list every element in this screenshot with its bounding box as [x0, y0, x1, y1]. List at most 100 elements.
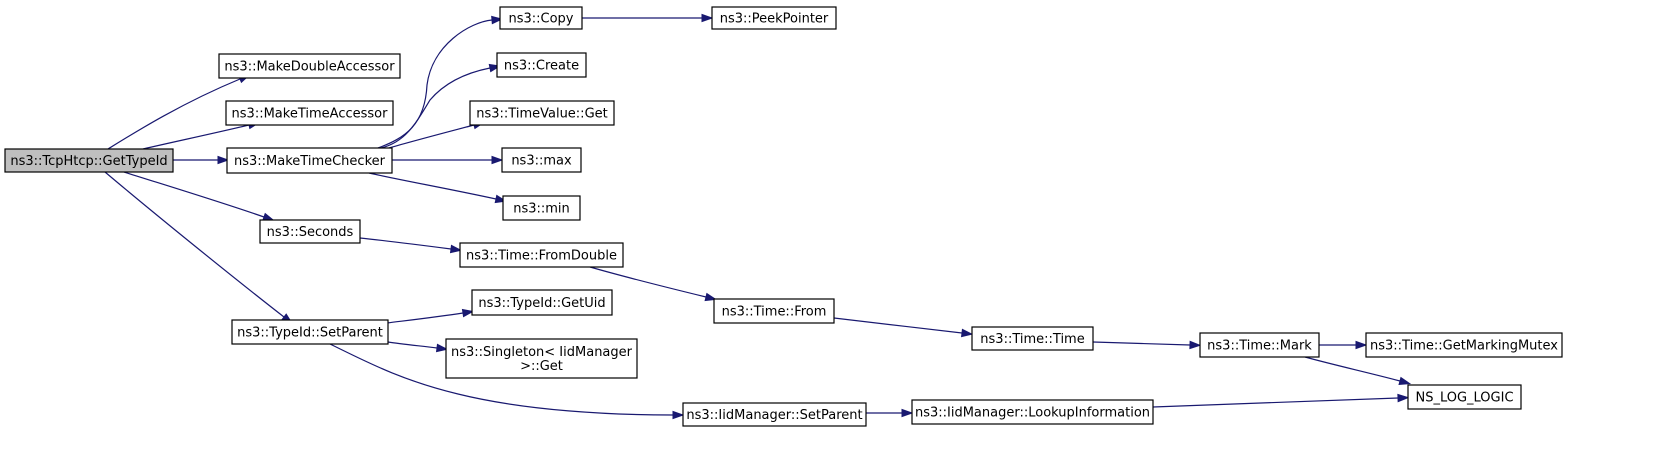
edge-getTypeId-to-makeTimeChecker — [173, 155, 230, 165]
node-box[interactable] — [501, 147, 582, 173]
node-create[interactable]: ns3::Create — [496, 52, 587, 78]
edge-typeIdSetParent-to-iidManagerSetParent — [329, 343, 685, 420]
arrowhead — [435, 343, 449, 353]
node-box[interactable] — [911, 399, 1154, 425]
nodes-layer: ns3::TcpHtcp::GetTypeId ns3::MakeDoubleAc… — [4, 6, 1563, 427]
node-timeFromDouble[interactable]: ns3::Time::FromDouble — [459, 242, 624, 268]
node-timeFrom[interactable]: ns3::Time::From — [713, 298, 835, 324]
edge-lookupInformation-to-nsLogLogic — [1152, 393, 1410, 408]
edge-line — [386, 312, 464, 324]
node-max[interactable]: ns3::max — [501, 147, 582, 173]
arrowhead — [491, 155, 504, 165]
edge-timeFromDouble-to-timeFrom — [589, 266, 718, 302]
node-label: ns3::Time::Time — [980, 332, 1084, 347]
node-box[interactable] — [231, 319, 389, 345]
edge-copy-to-peekPointer — [582, 13, 714, 23]
edge-getTypeId-to-seconds — [123, 171, 275, 221]
node-label: ns3::Seconds — [267, 225, 354, 240]
node-makeTimeChecker[interactable]: ns3::MakeTimeChecker — [226, 147, 393, 174]
node-min[interactable]: ns3::min — [502, 195, 581, 221]
edges-layer — [104, 13, 1412, 420]
node-peekPointer[interactable]: ns3::PeekPointer — [711, 6, 837, 30]
edge-timeFrom-to-timeTime — [833, 317, 974, 338]
edge-timeMark-to-getMarkingMutex — [1319, 340, 1368, 350]
node-label: ns3::Create — [504, 59, 579, 74]
node-box[interactable] — [259, 219, 361, 244]
node-makeDoubleAccessor[interactable]: ns3::MakeDoubleAccessor — [218, 53, 401, 79]
node-label: ns3::TypeId::SetParent — [237, 326, 383, 341]
edge-line — [107, 78, 241, 150]
node-box[interactable] — [502, 195, 581, 221]
node-label: ns3::min — [513, 202, 570, 217]
node-box[interactable] — [499, 6, 583, 30]
node-box[interactable] — [971, 326, 1094, 351]
edge-seconds-to-timeFromDouble — [359, 237, 463, 254]
node-timeTime[interactable]: ns3::Time::Time — [971, 326, 1094, 351]
node-iidManagerSetParent[interactable]: ns3::IidManager::SetParent — [682, 402, 867, 427]
edge-line — [123, 171, 265, 218]
node-box[interactable] — [471, 289, 613, 316]
edge-line — [1152, 397, 1399, 408]
node-box[interactable] — [226, 147, 393, 174]
edge-iidManagerSetParent-to-lookupInformation — [866, 408, 914, 418]
node-singletonGet[interactable]: ns3::Singleton< IidManager>::Get — [445, 338, 638, 379]
node-lookupInformation[interactable]: ns3::IidManager::LookupInformation — [911, 399, 1154, 425]
node-label: ns3::PeekPointer — [720, 12, 829, 27]
edge-line — [142, 124, 250, 150]
node-box[interactable] — [459, 242, 624, 268]
node-label: ns3::TypeId::GetUid — [478, 296, 605, 311]
edge-makeTimeChecker-to-max — [392, 155, 504, 165]
node-box[interactable] — [713, 298, 835, 324]
node-typeIdSetParent[interactable]: ns3::TypeId::SetParent — [231, 319, 389, 345]
node-label: ns3::Singleton< IidManager — [451, 345, 633, 360]
edge-timeTime-to-timeMark — [1092, 340, 1202, 350]
node-box[interactable] — [445, 338, 638, 379]
node-label: ns3::MakeTimeAccessor — [232, 107, 389, 122]
node-box[interactable] — [225, 100, 394, 126]
node-getMarkingMutex[interactable]: ns3::Time::GetMarkingMutex — [1365, 332, 1563, 358]
arrowhead — [1189, 340, 1202, 350]
node-box[interactable] — [682, 402, 867, 427]
node-timeMark[interactable]: ns3::Time::Mark — [1199, 332, 1320, 358]
node-label: NS_LOG_LOGIC — [1415, 391, 1513, 406]
node-box[interactable] — [1199, 332, 1320, 358]
node-label: ns3::IidManager::SetParent — [686, 408, 862, 423]
edge-line — [329, 343, 674, 416]
arrowhead — [1397, 393, 1410, 403]
arrowhead — [1355, 340, 1368, 350]
node-box[interactable] — [218, 53, 401, 79]
node-box[interactable] — [1407, 384, 1522, 410]
node-box[interactable] — [496, 52, 587, 78]
arrowhead — [262, 212, 275, 221]
edge-line — [388, 124, 475, 149]
edge-line — [380, 67, 491, 149]
node-getTypeId[interactable]: ns3::TcpHtcp::GetTypeId — [4, 148, 174, 173]
node-label: ns3::max — [511, 154, 572, 169]
node-box[interactable] — [4, 148, 174, 173]
node-label: ns3::MakeTimeChecker — [234, 154, 386, 169]
node-label: ns3::Time::Mark — [1207, 339, 1312, 354]
node-label: >::Get — [520, 359, 563, 374]
edge-timeMark-to-nsLogLogic — [1304, 356, 1412, 386]
edge-line — [104, 171, 285, 318]
edge-getTypeId-to-makeTimeAccessor — [142, 120, 261, 150]
node-label: ns3::MakeDoubleAccessor — [224, 60, 395, 75]
node-box[interactable] — [469, 100, 615, 126]
node-copy[interactable]: ns3::Copy — [499, 6, 583, 30]
edge-line — [387, 341, 438, 349]
node-seconds[interactable]: ns3::Seconds — [259, 219, 361, 244]
arrowhead — [704, 292, 718, 302]
node-timeValueGet[interactable]: ns3::TimeValue::Get — [469, 100, 615, 126]
arrowhead — [217, 155, 230, 165]
edge-line — [833, 317, 963, 334]
node-box[interactable] — [1365, 332, 1563, 358]
node-makeTimeAccessor[interactable]: ns3::MakeTimeAccessor — [225, 100, 394, 126]
arrowhead — [701, 13, 714, 23]
node-typeIdGetUid[interactable]: ns3::TypeId::GetUid — [471, 289, 613, 316]
node-nsLogLogic[interactable]: NS_LOG_LOGIC — [1407, 384, 1522, 410]
arrowhead — [491, 15, 504, 25]
node-label: ns3::Time::From — [722, 305, 827, 320]
node-box[interactable] — [711, 6, 837, 30]
edge-line — [1304, 356, 1401, 382]
